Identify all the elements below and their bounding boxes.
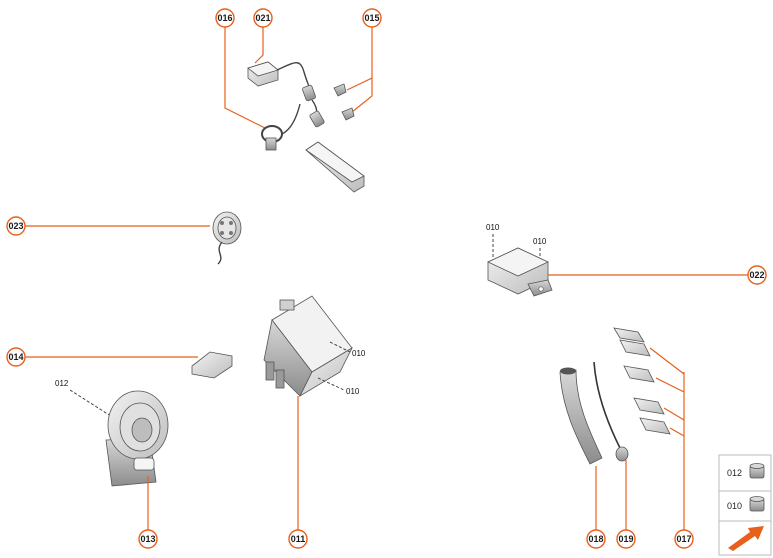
callout-023: 023 — [6, 216, 26, 236]
fastener-015-parts — [333, 83, 355, 121]
ref-010-box-b: 010 — [346, 387, 360, 396]
svg-text:021: 021 — [255, 13, 270, 23]
callout-015: 015 — [362, 8, 382, 28]
svg-text:015: 015 — [364, 13, 379, 23]
callout-021: 021 — [253, 8, 273, 28]
legend-010-label: 010 — [727, 501, 742, 511]
foam-tube-part — [559, 369, 603, 465]
svg-text:019: 019 — [618, 534, 633, 544]
part-022-group: 010 010 022 — [486, 223, 767, 297]
svg-text:011: 011 — [291, 534, 306, 544]
control-box-part — [263, 295, 353, 398]
adhesive-pads-part — [613, 327, 671, 435]
pad-part — [191, 351, 233, 379]
callout-018: 018 — [586, 529, 606, 549]
cable-sensor-part — [593, 361, 621, 449]
nut-012-icon — [749, 463, 765, 479]
part-017-group: 017 — [613, 327, 694, 549]
svg-text:018: 018 — [588, 534, 603, 544]
part-018-group: 018 — [559, 367, 606, 549]
callout-017: 017 — [674, 529, 694, 549]
sensor-wand-part — [305, 141, 365, 193]
callout-016: 016 — [215, 8, 235, 28]
legend: 012 010 — [718, 454, 772, 556]
callout-014: 014 — [6, 347, 26, 367]
connector-part — [302, 84, 316, 102]
callout-019: 019 — [616, 529, 636, 549]
svg-text:016: 016 — [217, 13, 232, 23]
direction-arrow-icon — [728, 526, 764, 551]
part-014-group: 014 — [6, 347, 233, 379]
svg-text:017: 017 — [676, 534, 691, 544]
disc-sensor-part — [212, 211, 242, 265]
callout-011: 011 — [288, 529, 308, 549]
svg-text:013: 013 — [140, 534, 155, 544]
part-023-group: 023 — [6, 211, 242, 265]
legend-012-label: 012 — [727, 468, 742, 478]
ref-010-ecu-b: 010 — [533, 237, 547, 246]
module-021-part — [247, 61, 279, 87]
callout-013: 013 — [138, 529, 158, 549]
part-019-group: 019 — [593, 361, 636, 549]
callout-022: 022 — [747, 265, 767, 285]
ecu-module-part — [487, 247, 553, 297]
ref-012-speaker: 012 — [55, 379, 69, 388]
top-wiring-cluster: 016 021 015 — [215, 8, 382, 193]
part-013-group: 012 013 — [55, 379, 169, 549]
ref-010-box-a: 010 — [352, 349, 366, 358]
speaker-part — [105, 390, 169, 487]
clip-016-part — [261, 125, 283, 151]
svg-text:022: 022 — [749, 270, 764, 280]
svg-text:014: 014 — [8, 352, 23, 362]
ref-010-ecu-a: 010 — [486, 223, 500, 232]
part-011-group: 010 010 011 — [263, 295, 366, 549]
svg-text:023: 023 — [8, 221, 23, 231]
nut-010-icon — [749, 496, 765, 512]
